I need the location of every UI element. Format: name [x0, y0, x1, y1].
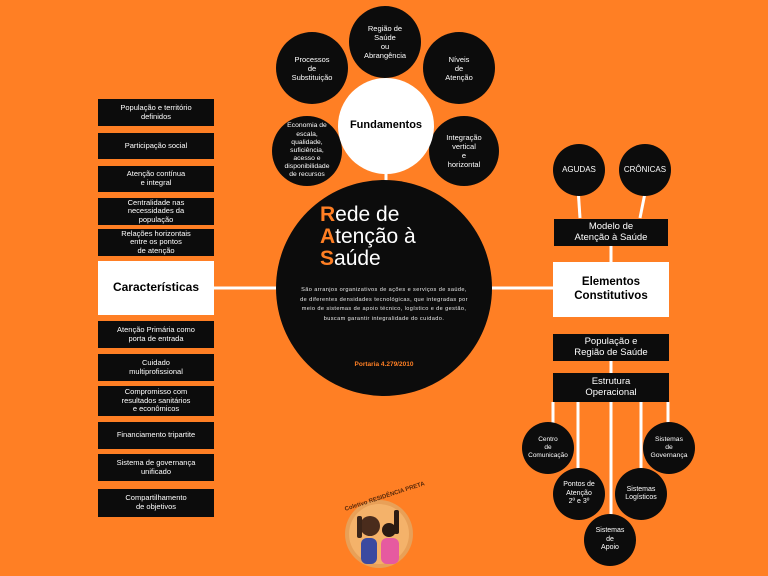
- caracteristica-item-3: Atenção contínua e integral: [98, 166, 214, 192]
- central-concept-circle: Rede de Atenção à Saúde São arranjos org…: [276, 180, 492, 396]
- sistemas-logisticos-circle: Sistemas Logísticos: [615, 468, 667, 520]
- elementos-constitutivos-label: Elementos Constitutivos: [553, 262, 669, 317]
- main-title: Rede de Atenção à Saúde: [320, 203, 416, 271]
- title-initial-r: R: [320, 203, 336, 226]
- fundamento-economia-circle: Economia de escala, qualidade, suficiênc…: [272, 116, 342, 186]
- caracteristica-item-11: Compartilhamento de objetivos: [98, 489, 214, 517]
- caracteristica-item-1: População e território definidos: [98, 99, 214, 126]
- fundamento-regiao-circle: Região de Saúde ou Abrangência: [349, 6, 421, 78]
- sistemas-governanca-circle: Sistemas de Governança: [643, 422, 695, 474]
- modelo-atencao-box: Modelo de Atenção à Saúde: [554, 219, 668, 246]
- title-line-2: tenção à: [335, 225, 416, 249]
- caracteristica-item-10: Sistema de governança unificado: [98, 454, 214, 481]
- fundamento-integracao-circle: Integração vertical e horizontal: [429, 116, 499, 186]
- legal-reference: Portaria 4.279/2010: [354, 361, 414, 368]
- centro-comunicacao-circle: Centro de Comunicação: [522, 422, 574, 474]
- caracteristica-item-2: Participação social: [98, 133, 214, 159]
- title-line-3: aúde: [334, 247, 381, 271]
- title-line-1: ede de: [335, 203, 400, 226]
- caracteristica-item-4: Centralidade nas necessidades da populaç…: [98, 198, 214, 225]
- estrutura-operacional-box: Estrutura Operacional: [553, 373, 669, 402]
- populacao-regiao-box: População e Região de Saúde: [553, 334, 669, 361]
- residencia-preta-logo: [345, 500, 413, 568]
- caracteristica-item-7: Cuidado multiprofissional: [98, 354, 214, 381]
- caracteristica-item-6: Atenção Primária como porta de entrada: [98, 321, 214, 348]
- definition-text: São arranjos organizativos de ações e se…: [300, 287, 468, 322]
- pontos-atencao-circle: Pontos de Atenção 2º e 3º: [553, 468, 605, 520]
- caracteristicas-label: Características: [98, 261, 214, 315]
- agudas-circle: AGUDAS: [553, 144, 605, 196]
- title-initial-s: S: [320, 247, 335, 271]
- caracteristica-item-8: Compromisso com resultados sanitários e …: [98, 386, 214, 416]
- title-initial-a: A: [320, 225, 336, 249]
- fundamento-niveis-circle: Níveis de Atenção: [423, 32, 495, 104]
- fundamentos-hub: Fundamentos: [338, 78, 434, 174]
- sistemas-apoio-circle: Sistemas de Apoio: [584, 514, 636, 566]
- caracteristica-item-9: Financiamento tripartite: [98, 422, 214, 449]
- cronicas-circle: CRÔNICAS: [619, 144, 671, 196]
- caracteristica-item-5: Relações horizontais entre os pontos de …: [98, 229, 214, 256]
- fundamento-processos-circle: Processos de Substituição: [276, 32, 348, 104]
